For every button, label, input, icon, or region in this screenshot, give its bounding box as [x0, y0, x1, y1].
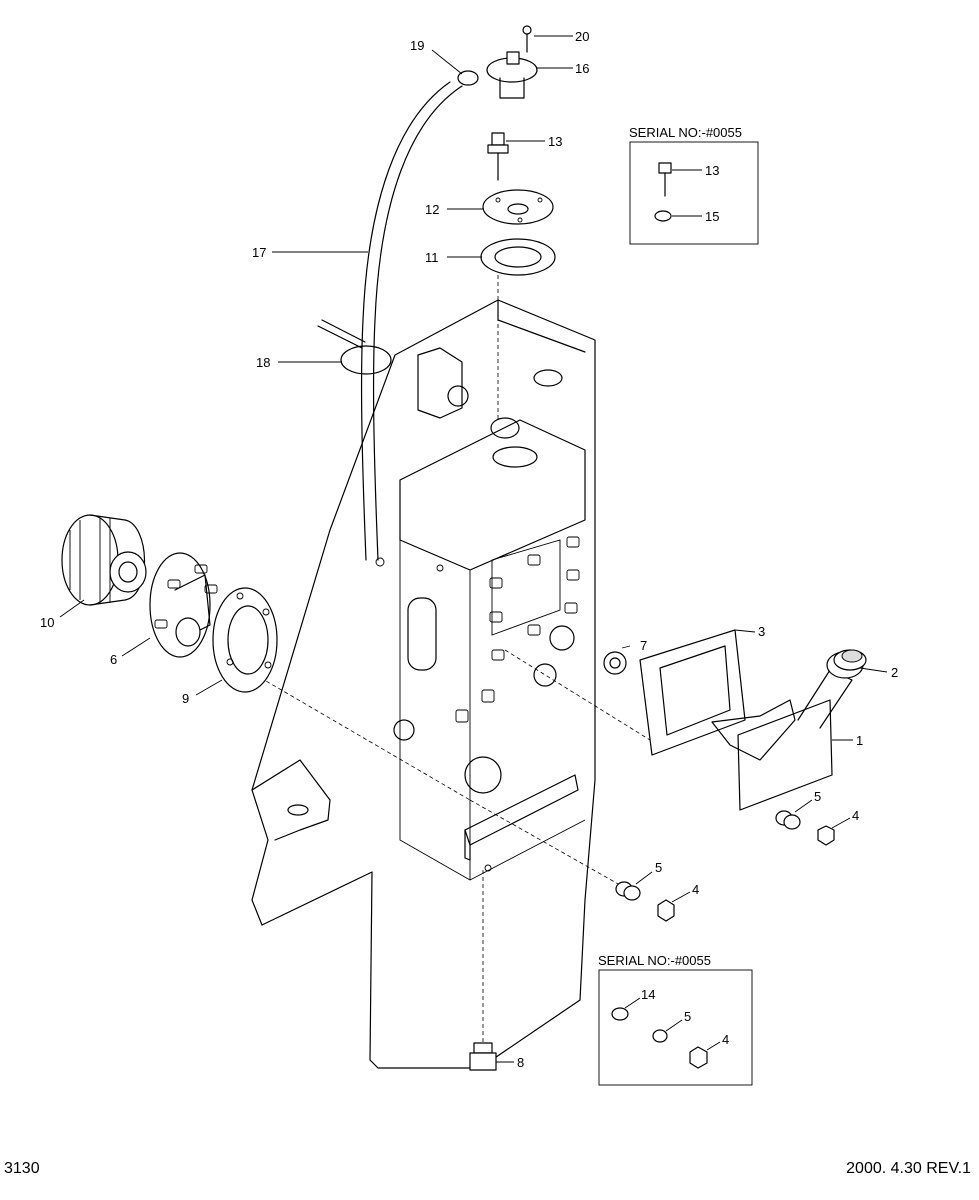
serial-box-bottom-header: SERIAL NO:-#0055: [598, 953, 711, 968]
main-panel: [251, 299, 596, 1069]
gasket-top: [480, 238, 556, 276]
nut-right: [817, 825, 835, 846]
gasket-left: [212, 587, 278, 693]
callout-17: 17: [252, 245, 266, 260]
assembly-lines: [229, 268, 651, 1045]
callout-2: 2: [891, 665, 898, 680]
callout-5a: 5: [814, 789, 821, 804]
callout-13: 13: [548, 134, 562, 149]
callout-6: 6: [110, 652, 117, 667]
callout-8: 8: [517, 1055, 524, 1070]
strainer: [61, 514, 147, 606]
serial-box-top-callout-13: 13: [705, 163, 719, 178]
callout-3: 3: [758, 624, 765, 639]
callout-10: 10: [40, 615, 54, 630]
cable-tie: [317, 319, 392, 375]
gasket-right: [639, 629, 746, 756]
page-number: 3130: [4, 1160, 40, 1177]
serial-box-bottom: SERIAL NO:-#0055 14 5 4: [598, 953, 753, 1086]
callout-4b: 4: [692, 882, 699, 897]
elbow-cap: [833, 649, 867, 671]
leader-lines: [59, 35, 888, 1063]
washers-right: [775, 810, 801, 830]
serial-box-bottom-callout-4: 4: [722, 1032, 729, 1047]
callout-20: 20: [575, 29, 589, 44]
callout-12: 12: [425, 202, 439, 217]
hose-clamp: [457, 70, 479, 86]
suction-flange: [149, 552, 218, 658]
breather-cap: [486, 25, 538, 99]
drain-plug: [469, 1042, 497, 1071]
flange-plate: [482, 189, 554, 225]
serial-box-top-callout-15: 15: [705, 209, 719, 224]
washers-lower: [615, 881, 641, 901]
bolt: [487, 132, 509, 181]
serial-box-top-header: SERIAL NO:-#0055: [629, 125, 742, 140]
nut-lower: [657, 899, 675, 922]
serial-box-bottom-callout-5: 5: [684, 1009, 691, 1024]
serial-box-top: SERIAL NO:-#0055 13 15: [629, 125, 759, 245]
callout-4a: 4: [852, 808, 859, 823]
bushing: [603, 651, 627, 675]
callout-11: 11: [425, 250, 439, 265]
callout-9: 9: [182, 691, 189, 706]
callout-16: 16: [575, 61, 589, 76]
hose: [360, 81, 463, 561]
serial-box-bottom-callout-14: 14: [641, 987, 655, 1002]
callout-18: 18: [256, 355, 270, 370]
callout-19: 19: [410, 38, 424, 53]
callouts: 20 16 19 13 12 11 17 18 10 6 9 7 3 2 1 5…: [40, 29, 898, 1070]
callout-1: 1: [856, 733, 863, 748]
revision-date: 2000. 4.30 REV.1: [846, 1160, 971, 1177]
callout-7: 7: [640, 638, 647, 653]
callout-5b: 5: [655, 860, 662, 875]
